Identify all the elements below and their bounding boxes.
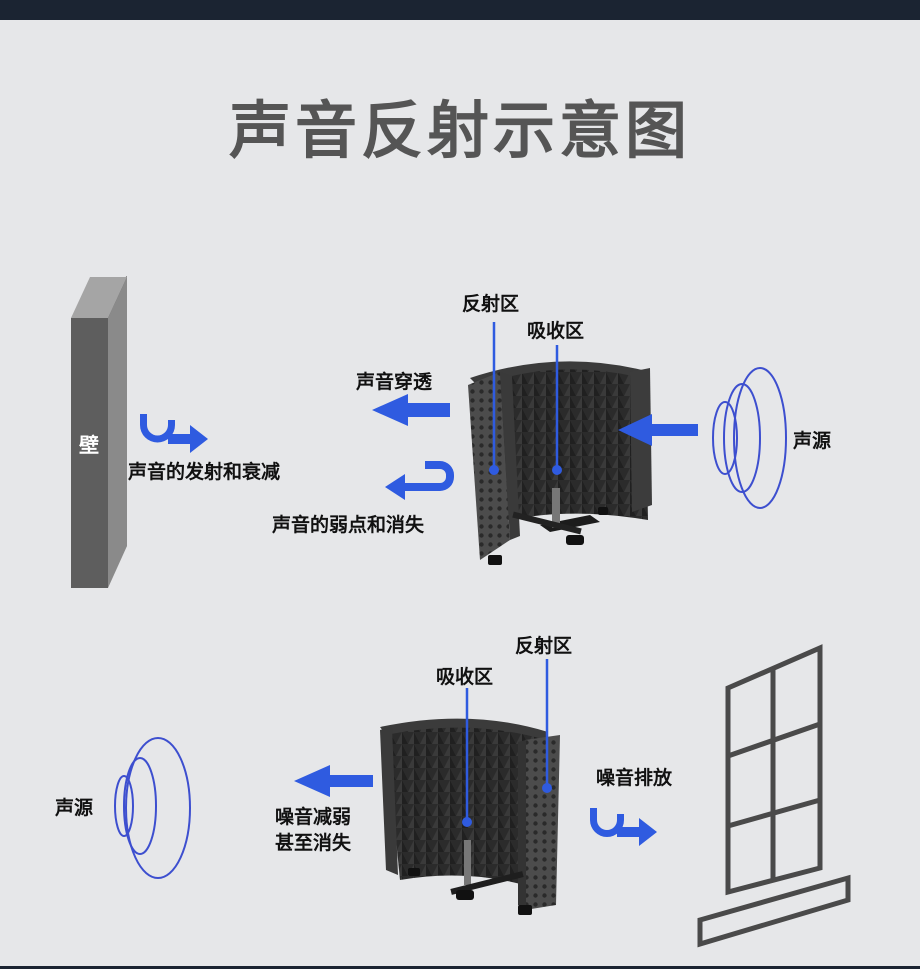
label-absorb-zone-top: 吸收区: [527, 319, 584, 342]
weakening-u-arrow: [385, 461, 454, 500]
page-title: 声音反射示意图: [229, 94, 691, 167]
zone-pointers-top: [489, 322, 562, 475]
label-penetration: 声音穿透: [355, 370, 433, 393]
label-absorb-zone-bottom: 吸收区: [436, 665, 493, 688]
zone-pointers-bottom: [462, 659, 552, 827]
bottom-bar: [0, 966, 920, 969]
shield-bottom: [380, 718, 560, 915]
label-noise-reduce-line1: 噪音减弱: [275, 805, 351, 828]
top-bar: [0, 0, 920, 20]
source-arrow-top: [618, 414, 698, 446]
noise-exhaust-u-arrow: [590, 808, 657, 846]
label-noise-reduce-line2: 甚至消失: [275, 831, 352, 854]
label-noise-exhaust: 噪音排放: [596, 766, 673, 789]
label-reflect-zone-bottom: 反射区: [515, 634, 572, 657]
reflection-u-arrow: [140, 414, 208, 453]
label-reflect-zone-top: 反射区: [462, 292, 519, 315]
label-source-bottom: 声源: [54, 796, 93, 819]
sound-source-rings-bottom: [114, 737, 191, 879]
penetration-arrow: [372, 394, 450, 426]
noise-reduce-arrow: [294, 765, 373, 797]
label-reflection-decay: 声音的发射和衰减: [127, 460, 280, 483]
sound-source-rings-top: [712, 367, 787, 509]
label-source-top: 声源: [792, 429, 831, 452]
window: [697, 644, 851, 948]
label-weakening: 声音的弱点和消失: [271, 513, 425, 536]
wall: 壁: [71, 276, 127, 588]
shield-top: [468, 361, 652, 565]
wall-label: 壁: [79, 433, 99, 457]
